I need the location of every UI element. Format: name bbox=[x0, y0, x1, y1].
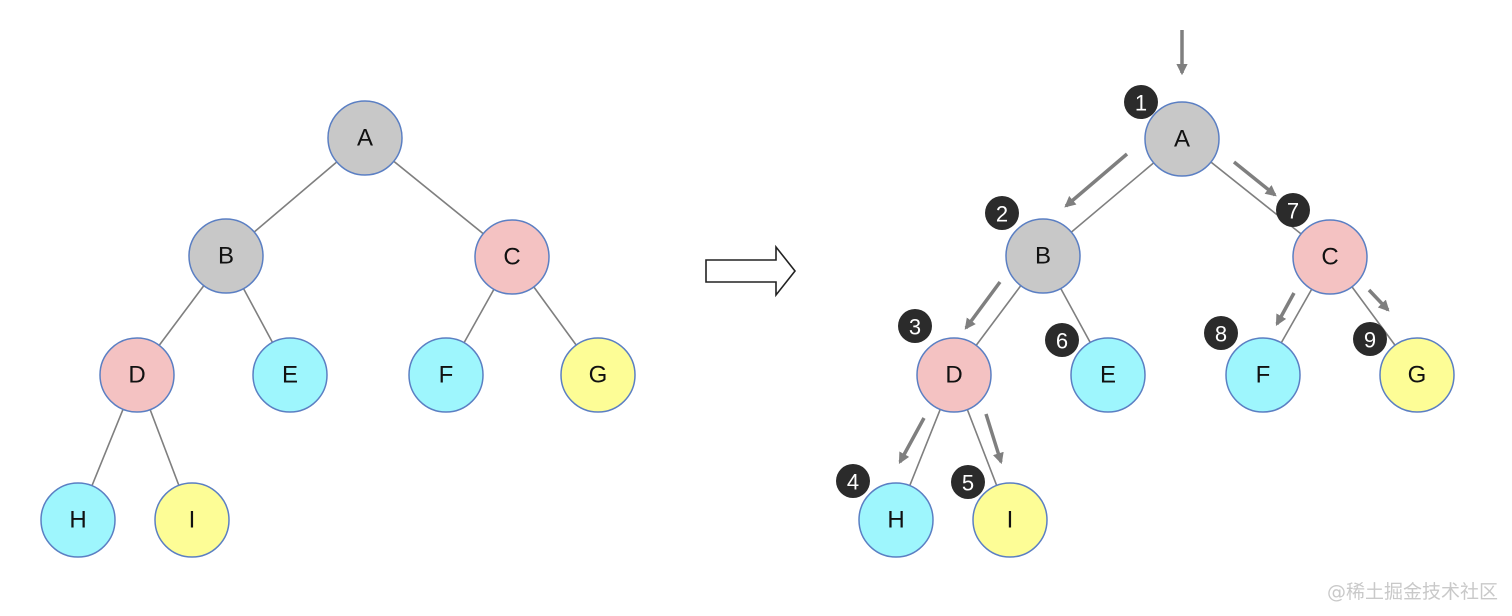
order-badge-8: 8 bbox=[1204, 316, 1238, 350]
left-node-c: C bbox=[474, 219, 550, 295]
traversal-arrows bbox=[898, 30, 1390, 465]
badge-circle bbox=[1204, 316, 1238, 350]
badge-label: 6 bbox=[1056, 329, 1068, 354]
traversal-arrow-icon bbox=[1064, 152, 1129, 208]
order-badge-6: 6 bbox=[1045, 323, 1079, 357]
node-circle bbox=[1379, 337, 1455, 413]
node-label: G bbox=[1408, 362, 1427, 389]
node-circle bbox=[252, 337, 328, 413]
node-circle bbox=[972, 482, 1048, 558]
left-node-i: I bbox=[154, 482, 230, 558]
left-node-a: A bbox=[327, 100, 403, 176]
node-label: E bbox=[282, 362, 298, 389]
node-circle bbox=[1144, 101, 1220, 177]
node-label: H bbox=[69, 507, 86, 534]
order-badge-5: 5 bbox=[951, 465, 985, 499]
traversal-arrow-icon bbox=[964, 280, 1002, 330]
badge-circle bbox=[898, 309, 932, 343]
order-badge-3: 3 bbox=[898, 309, 932, 343]
order-badge-2: 2 bbox=[985, 196, 1019, 230]
node-label: I bbox=[189, 507, 196, 534]
node-label: A bbox=[1174, 126, 1190, 153]
node-circle bbox=[1225, 337, 1301, 413]
badge-label: 9 bbox=[1364, 328, 1376, 353]
right-node-a: A bbox=[1144, 101, 1220, 177]
right-node-b: B bbox=[1005, 218, 1081, 294]
badge-label: 5 bbox=[962, 471, 974, 496]
transform-arrow-icon bbox=[705, 244, 797, 298]
badge-circle bbox=[1045, 323, 1079, 357]
node-label: D bbox=[945, 362, 962, 389]
node-label: H bbox=[887, 507, 904, 534]
right-node-d: D bbox=[916, 337, 992, 413]
badge-label: 8 bbox=[1215, 322, 1227, 347]
badge-circle bbox=[951, 465, 985, 499]
node-label: B bbox=[1035, 243, 1051, 270]
node-label: G bbox=[589, 362, 608, 389]
node-circle bbox=[154, 482, 230, 558]
badge-label: 7 bbox=[1287, 199, 1299, 224]
left-tree: A B C D E F G H I bbox=[40, 100, 636, 558]
badge-label: 2 bbox=[996, 202, 1008, 227]
node-circle bbox=[188, 218, 264, 294]
order-badge-1: 1 bbox=[1124, 85, 1158, 119]
right-node-g: G bbox=[1379, 337, 1455, 413]
left-node-e: E bbox=[252, 337, 328, 413]
left-node-f: F bbox=[408, 337, 484, 413]
node-label: C bbox=[503, 244, 520, 271]
badge-circle bbox=[1124, 85, 1158, 119]
badge-label: 1 bbox=[1135, 91, 1147, 116]
right-node-e: E bbox=[1070, 337, 1146, 413]
node-circle bbox=[560, 337, 636, 413]
badge-circle bbox=[985, 196, 1019, 230]
right-tree-edges bbox=[895, 138, 1418, 521]
right-node-i: I bbox=[972, 482, 1048, 558]
node-circle bbox=[327, 100, 403, 176]
node-label: F bbox=[1256, 362, 1271, 389]
left-tree-edges bbox=[77, 137, 599, 521]
order-badge-4: 4 bbox=[836, 464, 870, 498]
badge-label: 4 bbox=[847, 470, 859, 495]
node-label: E bbox=[1100, 362, 1116, 389]
node-circle bbox=[99, 337, 175, 413]
node-circle bbox=[408, 337, 484, 413]
badge-circle bbox=[1276, 193, 1310, 227]
node-label: D bbox=[128, 362, 145, 389]
badge-circle bbox=[836, 464, 870, 498]
right-node-c: C bbox=[1292, 219, 1368, 295]
left-node-d: D bbox=[99, 337, 175, 413]
traversal-arrow-icon bbox=[898, 417, 926, 464]
right-tree: A B C D E F G H I bbox=[858, 101, 1455, 558]
traversal-arrow-icon bbox=[1275, 292, 1296, 326]
node-circle bbox=[858, 482, 934, 558]
node-label: F bbox=[439, 362, 454, 389]
left-node-h: H bbox=[40, 482, 116, 558]
traversal-arrow-icon bbox=[1367, 288, 1390, 312]
node-label: B bbox=[218, 243, 234, 270]
node-circle bbox=[40, 482, 116, 558]
node-circle bbox=[1070, 337, 1146, 413]
badge-label: 3 bbox=[909, 315, 921, 340]
right-node-f: F bbox=[1225, 337, 1301, 413]
order-badge-9: 9 bbox=[1353, 322, 1387, 356]
watermark: @稀土掘金技术社区 bbox=[1326, 581, 1498, 603]
order-badge-7: 7 bbox=[1276, 193, 1310, 227]
visit-order-badges: 1 2 7 3 6 8 9 4 5 bbox=[836, 85, 1387, 499]
traversal-arrow-icon bbox=[984, 413, 1004, 465]
node-circle bbox=[1292, 219, 1368, 295]
node-circle bbox=[474, 219, 550, 295]
right-node-h: H bbox=[858, 482, 934, 558]
traversal-arrow-icon bbox=[1232, 160, 1277, 197]
node-label: A bbox=[357, 125, 373, 152]
badge-circle bbox=[1353, 322, 1387, 356]
node-circle bbox=[1005, 218, 1081, 294]
node-circle bbox=[916, 337, 992, 413]
left-node-g: G bbox=[560, 337, 636, 413]
node-label: I bbox=[1007, 507, 1014, 534]
node-label: C bbox=[1321, 244, 1338, 271]
left-node-b: B bbox=[188, 218, 264, 294]
